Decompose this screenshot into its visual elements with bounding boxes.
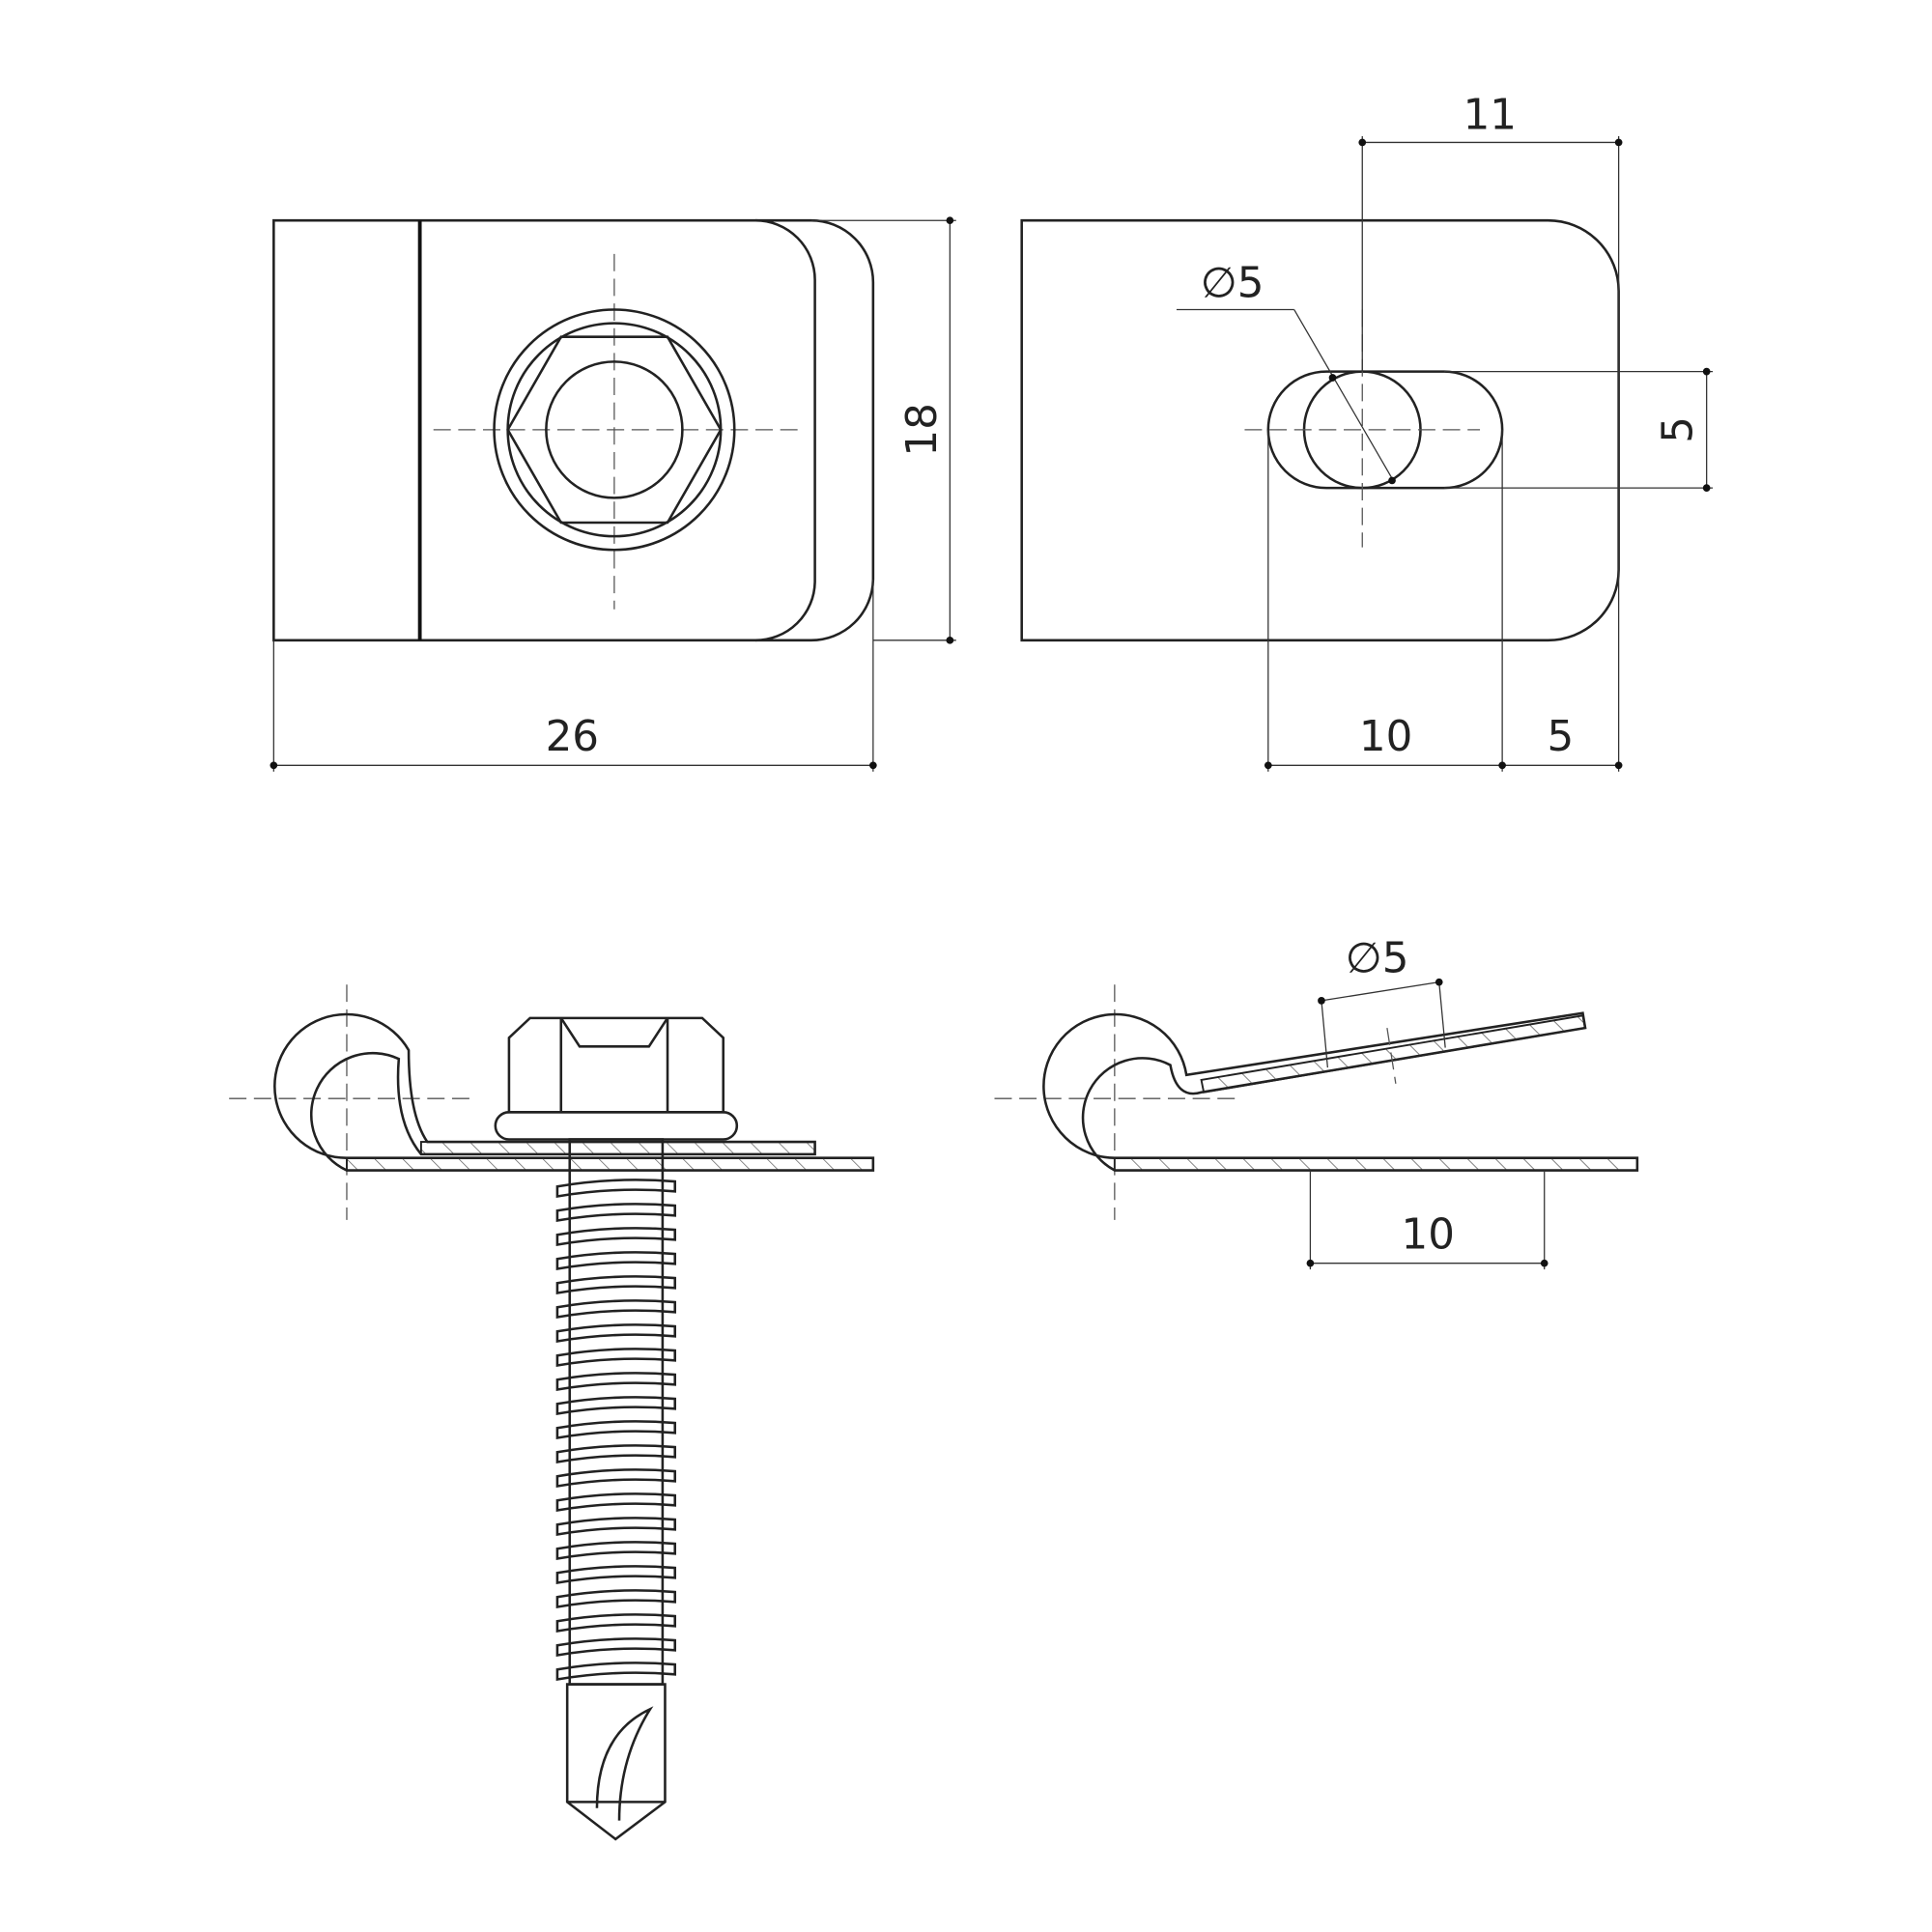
dim-label-diameter-5: ∅5 [1201,260,1264,308]
dim-18: 18 [810,216,956,644]
dim-label-clip-diameter-5: ∅5 [1346,934,1409,982]
thread-crest [555,1227,677,1246]
dim-10-5: 10 5 [1264,429,1623,772]
thread-crest [555,1323,677,1343]
thread-crest [555,1613,677,1633]
dim-label-edge-5: 5 [1548,713,1575,761]
dim-label-11: 11 [1463,91,1517,139]
thread-crest [555,1444,677,1463]
front-view: 18 26 [270,216,956,772]
dim-diameter-5: ∅5 [1176,260,1396,485]
thread-crest [555,1251,677,1270]
thread-crest [555,1372,677,1391]
dim-label-clip-10: 10 [1401,1210,1454,1259]
rear-view: 11 ∅5 5 10 5 [1020,91,1714,772]
thread-crest [555,1541,677,1560]
screw-threads [555,1179,677,1681]
thread-crest [555,1565,677,1584]
dim-11: 11 [1358,91,1623,772]
dim-label-slot-5: 5 [1654,416,1702,443]
thread-crest [555,1299,677,1319]
side-view-assembly [229,984,875,1841]
thread-crest [555,1179,677,1198]
dim-clip-diameter-5: ∅5 [1318,934,1446,1068]
screw [494,1016,739,1841]
thread-crest [555,1637,677,1657]
thread-crest [555,1492,677,1512]
dim-label-26: 26 [546,713,599,761]
thread-crest [555,1517,677,1536]
thread-crest [555,1468,677,1488]
dim-slot-5: 5 [1443,367,1714,492]
dim-label-10: 10 [1359,713,1412,761]
dim-26: 26 [270,580,877,772]
side-view-clip: ∅5 10 [994,934,1639,1270]
thread-crest [555,1420,677,1439]
thread-crest [555,1396,677,1415]
dim-label-18: 18 [898,403,947,456]
thread-crest [555,1203,677,1222]
thread-crest [555,1589,677,1608]
thread-crest [555,1662,677,1681]
thread-crest [555,1275,677,1294]
thread-crest [555,1348,677,1367]
dim-clip-10: 10 [1306,1170,1548,1270]
hex-head-top [493,308,736,552]
